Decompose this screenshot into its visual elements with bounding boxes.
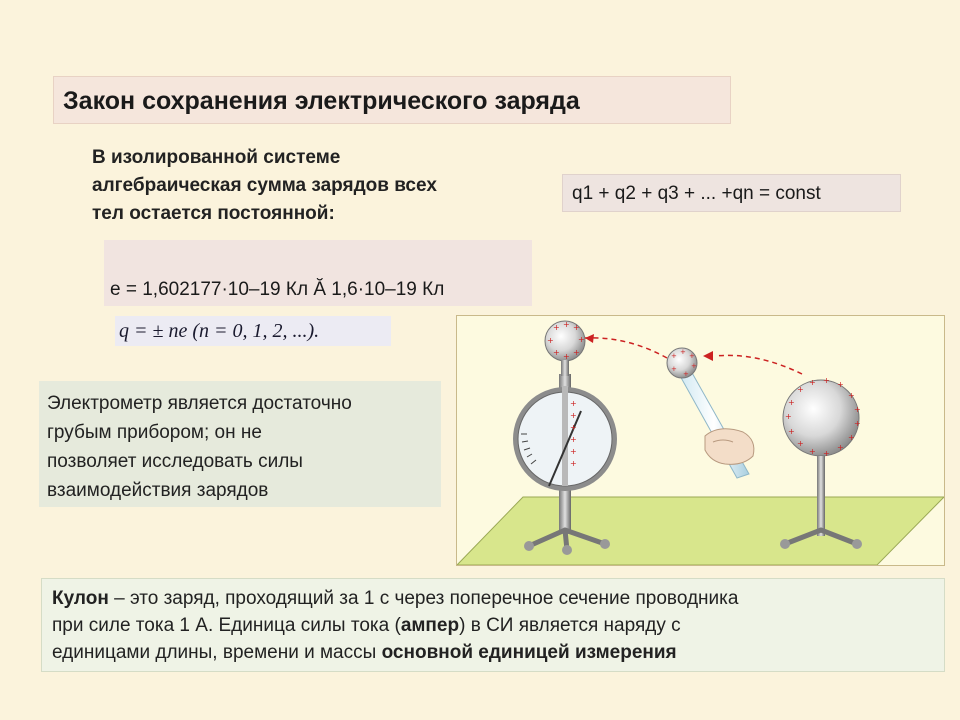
coulomb-text: ) в СИ является наряду с <box>459 615 681 636</box>
electrometer-note: Электрометр является достаточно грубым п… <box>39 381 441 507</box>
coulomb-text: – это заряд, проходящий за 1 с через поп… <box>108 588 739 609</box>
svg-text:+: + <box>809 447 816 456</box>
svg-text:+: + <box>570 399 577 408</box>
svg-text:+: + <box>823 376 830 385</box>
statement-line: тел остается постоянной: <box>92 203 335 224</box>
svg-text:+: + <box>837 380 844 389</box>
transfer-arrow <box>584 337 668 359</box>
svg-text:+: + <box>691 362 697 370</box>
svg-text:+: + <box>837 443 844 452</box>
svg-text:+: + <box>809 378 816 387</box>
conservation-statement: В изолированной системе алгебраическая с… <box>92 144 542 228</box>
svg-text:+: + <box>547 336 554 345</box>
svg-text:+: + <box>671 365 677 373</box>
table-surface <box>455 496 946 566</box>
svg-text:+: + <box>570 459 577 468</box>
coulomb-text: при силе тока 1 А. Единица силы тока ( <box>52 615 401 636</box>
svg-text:+: + <box>570 447 577 456</box>
charged-sphere-icon: +++ +++ +++ +++ +++ <box>780 376 862 549</box>
statement-line: В изолированной системе <box>92 147 341 168</box>
svg-text:+: + <box>854 419 861 428</box>
hand-icon <box>704 428 755 465</box>
svg-text:+: + <box>570 411 577 420</box>
charge-quantization-formula: q = ± ne (n = 0, 1, 2, ...). <box>115 316 391 346</box>
svg-text:+: + <box>788 398 795 407</box>
coulomb-definition: Кулон – это заряд, проходящий за 1 с чер… <box>41 578 945 672</box>
svg-text:+: + <box>854 405 861 414</box>
conservation-formula: q1 + q2 + q3 + ... +qn = const <box>562 174 901 212</box>
page-title: Закон сохранения электрического заряда <box>53 76 731 124</box>
svg-text:+: + <box>573 323 580 332</box>
svg-text:+: + <box>563 320 570 329</box>
svg-text:+: + <box>553 348 560 357</box>
note-line: позволяет исследовать силы <box>47 451 303 472</box>
svg-text:+: + <box>785 412 792 421</box>
svg-text:+: + <box>788 427 795 436</box>
charged-sphere-icon: +++ +++ ++ <box>544 320 586 376</box>
svg-text:+: + <box>683 370 689 378</box>
svg-text:+: + <box>823 449 830 458</box>
svg-text:+: + <box>671 352 677 360</box>
svg-text:+: + <box>570 435 577 444</box>
svg-text:+: + <box>570 423 577 432</box>
svg-text:+: + <box>553 323 560 332</box>
svg-text:+: + <box>680 348 686 356</box>
svg-text:+: + <box>578 335 585 344</box>
svg-text:+: + <box>689 352 695 360</box>
elementary-charge-text: е = 1,602177·10–19 Кл Ă 1,6·10–19 Кл <box>110 279 445 300</box>
note-line: грубым прибором; он не <box>47 422 262 443</box>
coulomb-term: Кулон <box>52 588 109 609</box>
svg-text:+: + <box>573 348 580 357</box>
svg-text:+: + <box>848 433 855 442</box>
electrometer-illustration: ++ ++ ++ +++ +++ ++ +++ +++ <box>455 320 946 566</box>
base-unit-term: основной единицей измерения <box>381 642 677 663</box>
svg-text:+: + <box>797 385 804 394</box>
svg-text:+: + <box>797 439 804 448</box>
electrometer-icon: + + + + + + <box>513 374 617 491</box>
svg-text:+: + <box>848 391 855 400</box>
note-line: Электрометр является достаточно <box>47 393 352 414</box>
note-line: взаимодействия зарядов <box>47 480 269 501</box>
coulomb-line: при силе тока 1 А. Единица силы тока (ам… <box>52 612 944 639</box>
statement-line: алгебраическая сумма зарядов всех <box>92 175 437 196</box>
svg-text:+: + <box>563 352 570 361</box>
coulomb-text: единицами длины, времени и массы <box>52 642 382 663</box>
transfer-arrow <box>714 354 803 375</box>
electrometer-figure: ++ ++ ++ +++ +++ ++ +++ +++ <box>455 315 946 566</box>
elementary-charge: е = 1,602177·10–19 Кл Ă 1,6·10–19 Кл <box>104 240 532 306</box>
coulomb-line: единицами длины, времени и массы основно… <box>52 639 944 666</box>
ampere-term: ампер <box>400 615 460 636</box>
stand-icon <box>524 486 610 555</box>
coulomb-line: Кулон – это заряд, проходящий за 1 с чер… <box>52 585 944 612</box>
